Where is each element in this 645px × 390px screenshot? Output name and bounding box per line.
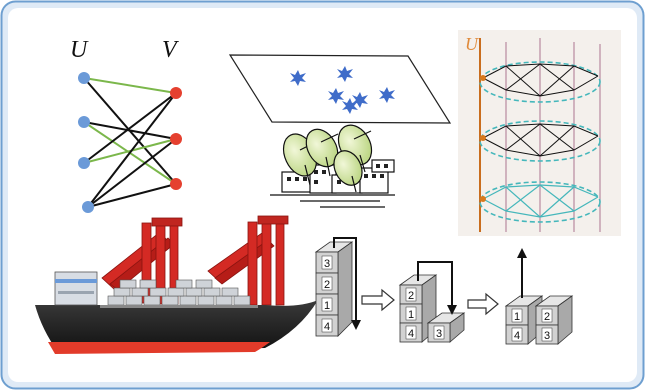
satellite-2: [337, 66, 353, 82]
satellite-5: [379, 87, 395, 103]
transition-arrow-1: [361, 288, 395, 312]
stack1-label-4: 4: [324, 321, 330, 333]
stack-2: 2 1 4 3: [398, 261, 466, 343]
u-node-1: [78, 72, 90, 84]
satellite-6: [342, 98, 358, 114]
satellite-1: [290, 70, 306, 86]
stack2-label-4: 3: [436, 328, 442, 340]
stack3-label-1: 1: [514, 311, 520, 323]
stack3-label-2: 4: [514, 330, 520, 342]
layer-3: [479, 181, 601, 223]
bipartite-right-label: V: [162, 37, 179, 63]
layered-axis-label: U: [465, 34, 479, 54]
stack2-move-arrow: [417, 261, 453, 307]
u-node-4: [82, 201, 94, 213]
bipartite-left-label: U: [70, 37, 89, 63]
stack3-label-4: 3: [544, 330, 550, 342]
stack2-label-3: 4: [408, 328, 414, 340]
stack-1: 3 2 1 4: [314, 237, 361, 337]
v-node-1: [170, 87, 182, 99]
transition-arrow-2: [467, 292, 499, 316]
satellite-illustration: [228, 54, 452, 208]
bipartite-edges: [83, 77, 177, 208]
satellite-4: [352, 92, 368, 108]
sky-plane: [228, 54, 452, 124]
stack1-label-3: 1: [324, 300, 330, 312]
container-ship: [35, 271, 318, 354]
u-node-3: [78, 157, 90, 169]
satellite-3: [328, 88, 344, 104]
ship-bridge: [54, 271, 98, 306]
stack3-label-3: 2: [544, 311, 550, 323]
port-cranes: [101, 215, 289, 306]
container-stacking: 3 2 1 4: [314, 237, 574, 345]
stack2-label-2: 1: [408, 309, 414, 321]
u-node-2: [78, 116, 90, 128]
layer-1: [479, 61, 601, 103]
dish-4: [333, 150, 363, 193]
ship-hull: [35, 300, 318, 352]
ground-stations: [270, 124, 395, 208]
layered-graph: U: [458, 30, 621, 236]
stack1-move-arrow: [333, 237, 357, 322]
v-node-3: [170, 178, 182, 190]
v-node-2: [170, 133, 182, 145]
stack2-label-1: 2: [408, 290, 414, 302]
bipartite-graph: U V: [70, 37, 182, 213]
satellite-swarm: [290, 66, 395, 114]
stack1-label-1: 3: [324, 258, 330, 270]
ship-cargo: [107, 279, 251, 306]
stack-3: 1 4 2 3: [504, 248, 574, 345]
stack1-label-2: 2: [324, 279, 330, 291]
dish-2: [305, 128, 339, 177]
layer-2: [479, 120, 601, 162]
